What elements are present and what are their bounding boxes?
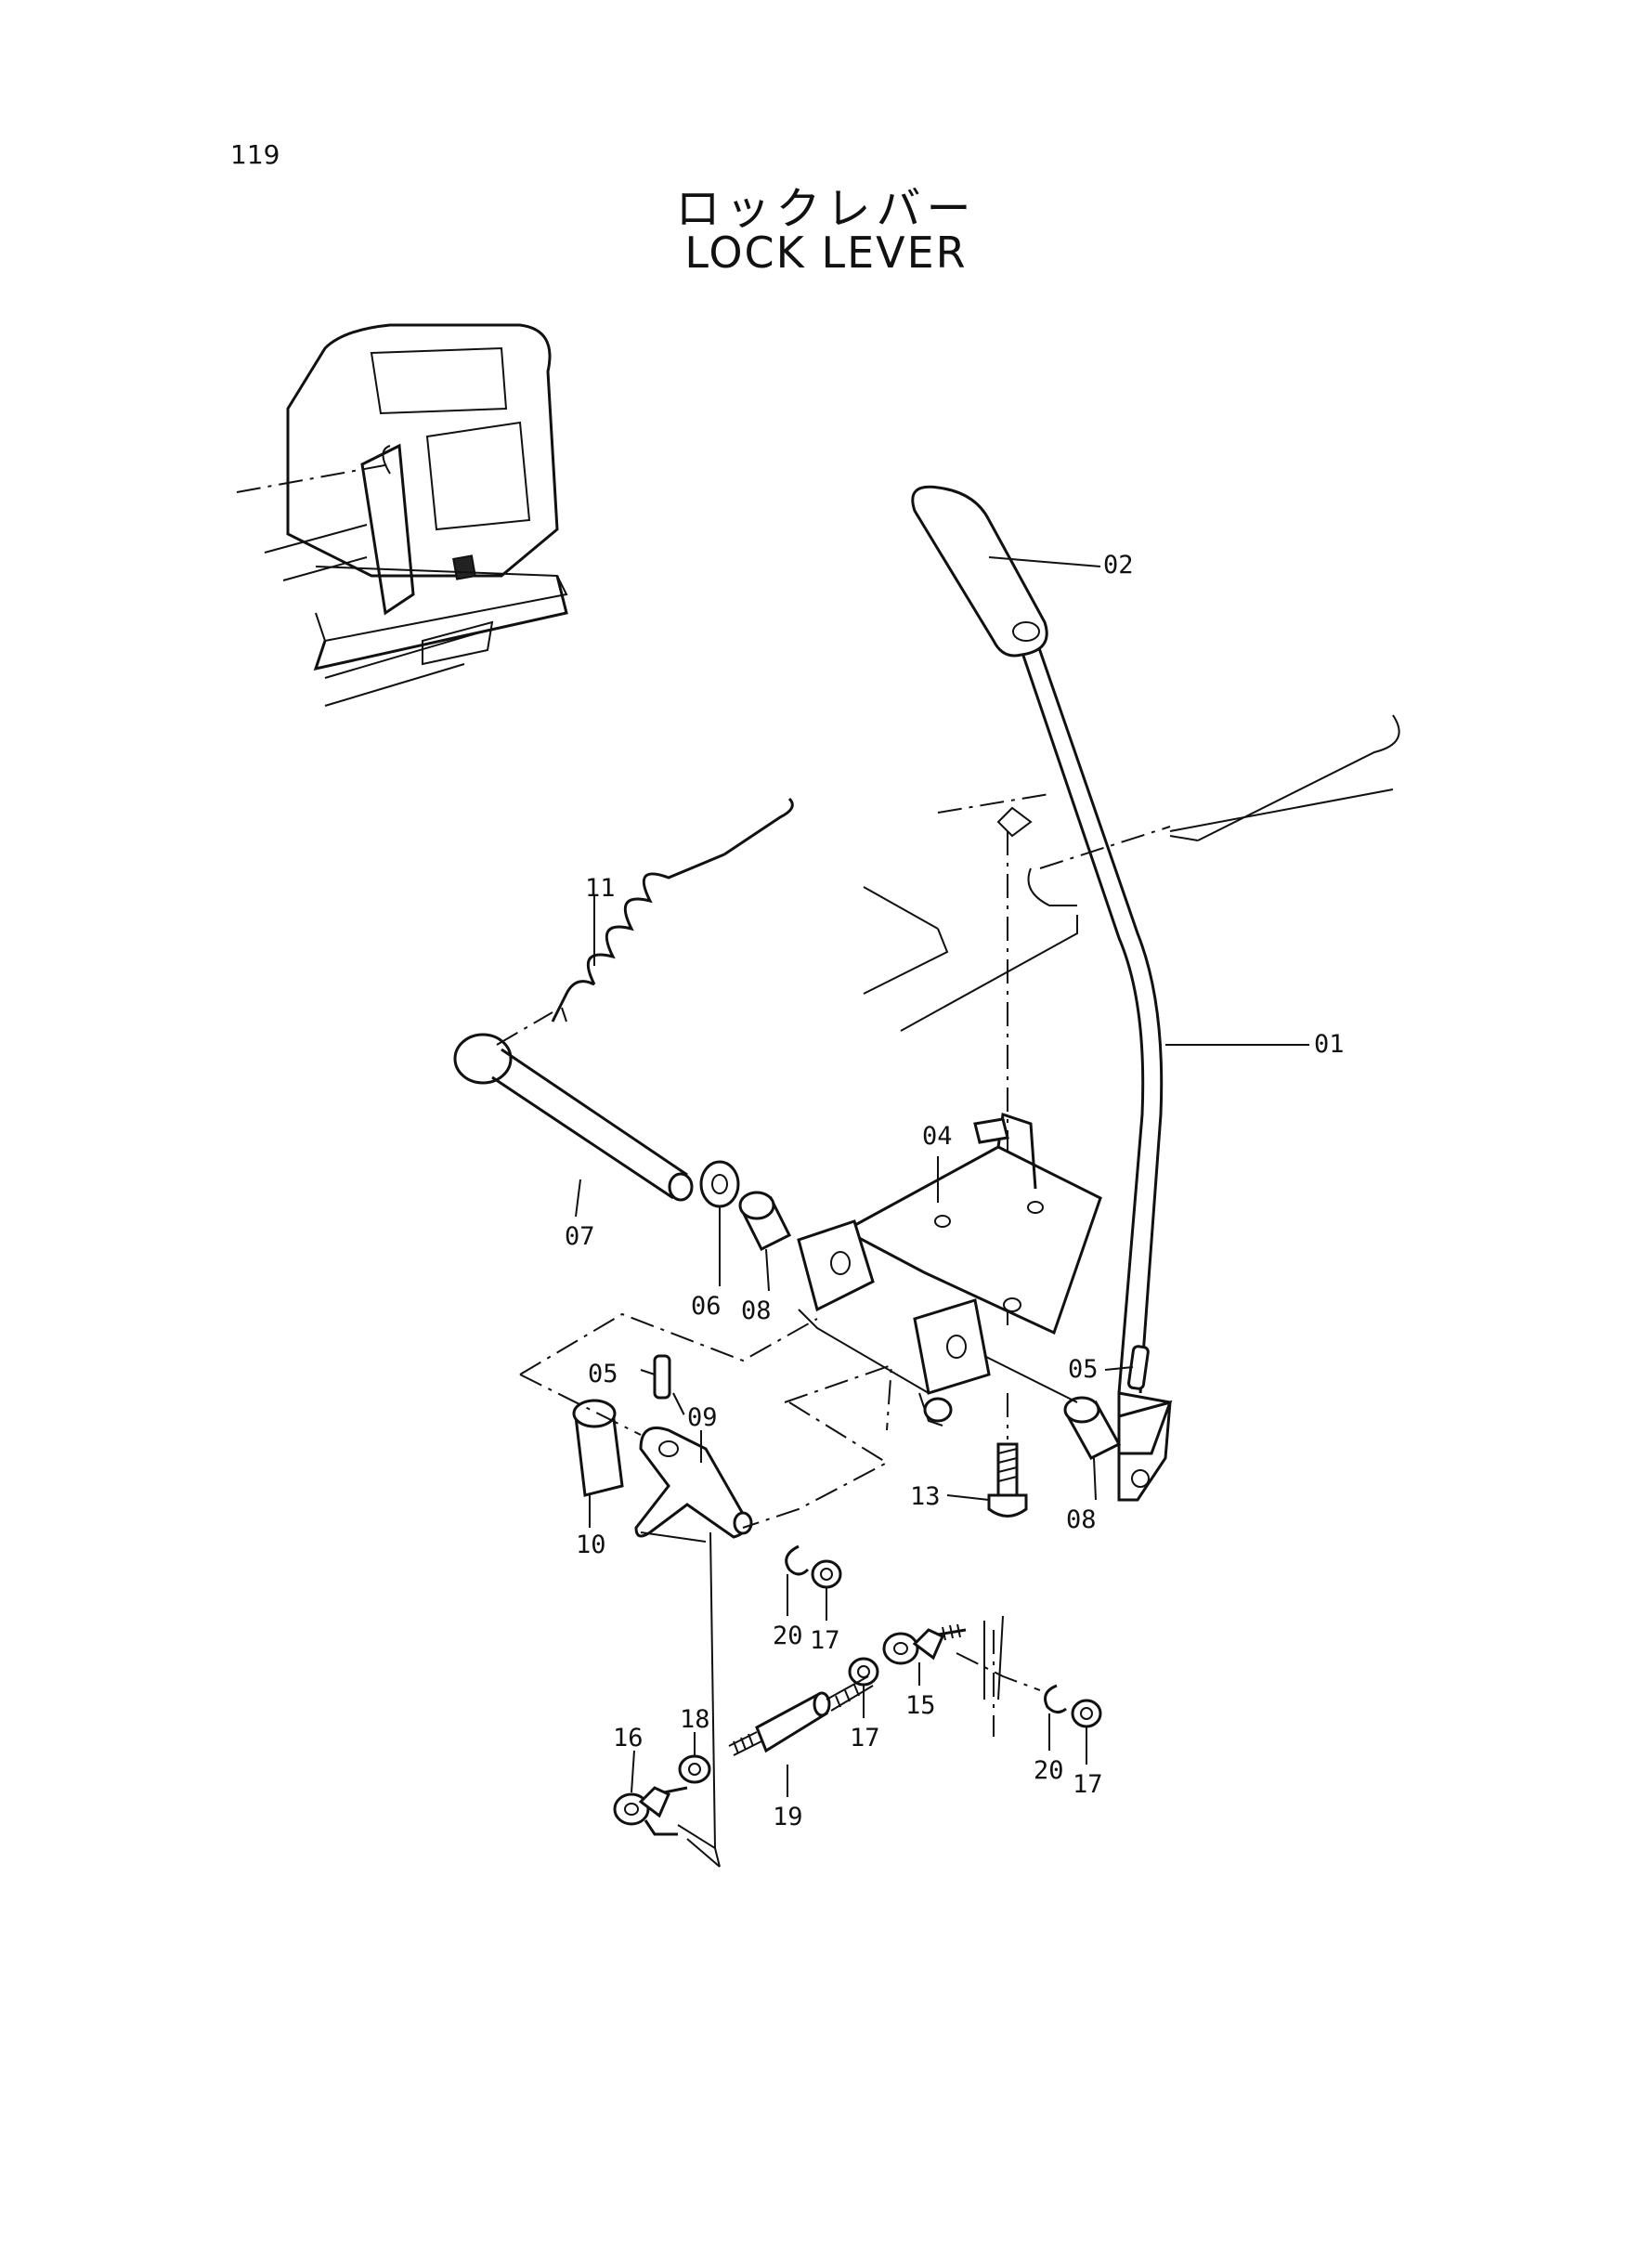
part-02-grip [911,485,1048,658]
part-06-washer [699,1160,740,1208]
callout-20-right: 20 [1034,1756,1064,1785]
callout-02: 02 [1103,551,1134,580]
callout-11: 11 [585,874,616,903]
part-07-pin [453,1011,694,1202]
part-09-lever-arm [634,1427,753,1539]
part-04-bracket [797,1113,1102,1427]
callout-17-middle: 17 [850,1724,880,1752]
callout-04: 04 [922,1122,953,1151]
callout-18: 18 [680,1705,710,1734]
page-title: LOCK LEVER [684,228,968,278]
callout-06: 06 [691,1292,722,1321]
callout-17-upper: 17 [810,1626,840,1655]
part-18-nut [678,1754,711,1784]
part-19-turnbuckle [728,1675,874,1756]
part-20-snap-ring-left [785,1544,810,1576]
callout-15: 15 [905,1691,936,1720]
part-20-snap-ring-right [1044,1684,1067,1713]
callout-09: 09 [687,1403,718,1432]
callout-05-left: 05 [588,1360,618,1388]
leader-lines [575,556,1309,1797]
callout-10: 10 [576,1531,606,1559]
part-15-rod-end [882,1623,967,1665]
part-11-spring [551,797,794,1023]
part-10-collar [572,1399,624,1497]
part-17-nut-right [1071,1699,1102,1728]
callout-19: 19 [773,1803,803,1831]
part-16-rod-end [613,1786,721,1868]
part-05-spring-pin-left [653,1354,671,1400]
page-title-japanese: ロックレバー [675,183,977,235]
callout-labels: 02 01 04 05 05 11 07 06 08 08 09 10 13 1… [565,551,1345,1831]
assembly-guide-lines [519,1312,1041,1868]
callout-07: 07 [565,1222,595,1251]
part-01-lever-rod [1020,645,1173,1502]
callout-17-right: 17 [1073,1770,1103,1799]
callout-16: 16 [613,1724,644,1752]
callout-01: 01 [1314,1030,1345,1059]
part-17-nut-upper [811,1559,842,1589]
part-08-bushing-upper [738,1191,792,1252]
floor-panel-outline [863,714,1400,1328]
callout-20-left: 20 [773,1622,803,1650]
callout-08-upper: 08 [741,1296,772,1325]
callout-05-right: 05 [1068,1355,1099,1384]
callout-08-lower: 08 [1066,1505,1097,1534]
cab-location-inset [236,323,568,707]
callout-13: 13 [910,1482,941,1511]
part-08-bushing-lower [983,1355,1122,1460]
part-13-bolt [987,1393,1028,1518]
part-17-nut-middle [848,1657,879,1687]
page-number: 119 [230,139,280,170]
